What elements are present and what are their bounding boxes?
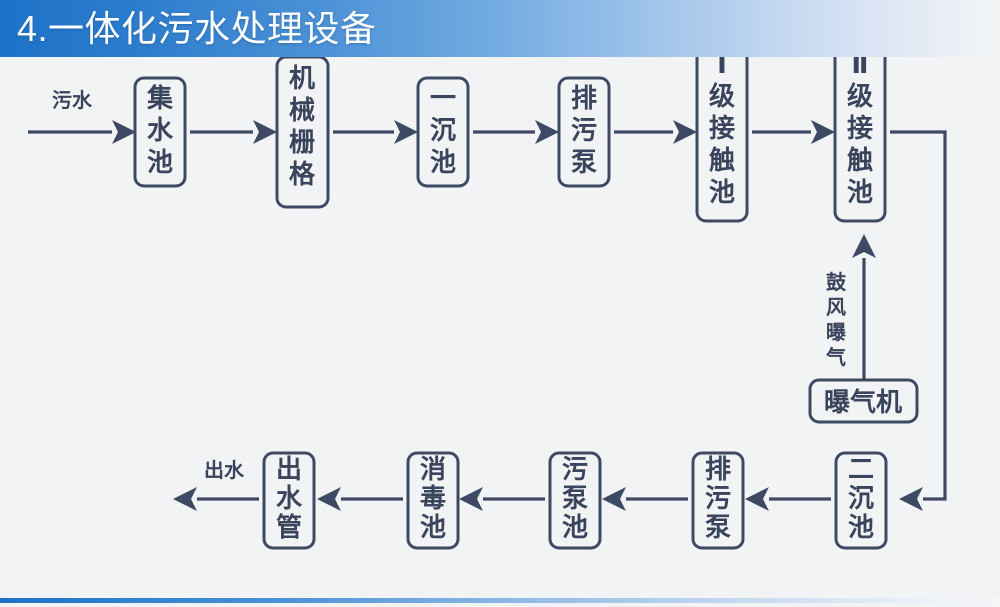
aeration-caption-char-0: 鼓 (826, 270, 847, 294)
node-outlet-pipe-char-1: 水 (276, 483, 303, 513)
node-contact-tank-1-box (695, 57, 749, 223)
edge-sludge-pump-tank-to-disinfection (459, 487, 545, 511)
edge-secondary-settling-to-sewage-pump-bottom (745, 487, 831, 511)
node-contact-tank-2-char-3: 触 (847, 145, 873, 175)
node-secondary-settling-tank[interactable]: 二 沉 池 (834, 451, 888, 550)
node-secondary-settling-tank-box (834, 451, 888, 550)
node-collection-tank-char-1: 水 (147, 115, 174, 145)
node-contact-tank-1-char-1: 级 (709, 81, 735, 111)
node-contact-tank-2-char-1: 级 (847, 81, 873, 111)
node-collection-tank-char-0: 集 (146, 83, 174, 113)
node-sludge-pump-tank-char-0: 污 (562, 454, 588, 484)
node-outlet-pipe[interactable]: 出 水 管 (262, 451, 316, 550)
node-aerator-box (808, 378, 919, 424)
node-sewage-pump-top-char-0: 排 (571, 83, 597, 113)
node-mechanical-grating-char-3: 格 (289, 159, 316, 189)
node-mechanical-grating-char-0: 机 (289, 63, 315, 93)
edge-aerator-to-contact-tank-2 (852, 234, 876, 380)
node-sewage-pump-bottom-char-0: 排 (705, 454, 731, 484)
node-mechanical-grating-char-1: 械 (289, 95, 315, 125)
node-sludge-pump-tank-box (548, 451, 602, 550)
node-sludge-pump-tank[interactable]: 污 泵 池 (548, 451, 602, 550)
node-collection-tank-box (133, 76, 187, 188)
node-sewage-pump-bottom-char-1: 污 (705, 483, 731, 513)
node-contact-tank-2[interactable]: Ⅱ 级 接 触 池 (833, 57, 887, 223)
page-title: 4.一体化污水处理设备 (17, 8, 377, 49)
node-contact-tank-2-char-2: 接 (847, 113, 873, 143)
node-disinfection-tank-char-2: 池 (420, 512, 446, 542)
node-disinfection-tank-char-1: 毒 (420, 483, 446, 513)
node-disinfection-tank[interactable]: 消 毒 池 (406, 451, 460, 550)
node-outlet-pipe-box (262, 451, 316, 550)
node-sewage-pump-bottom[interactable]: 排 污 泵 (691, 451, 745, 550)
node-primary-settling-tank-char-0: 一 (430, 83, 456, 113)
node-contact-tank-1-char-4: 池 (709, 177, 735, 207)
node-sludge-pump-tank-char-1: 泵 (562, 483, 588, 513)
node-contact-tank-2-box (833, 57, 887, 223)
inlet-caption: 污水 (52, 89, 93, 112)
edge-grating-to-primary-settling (333, 120, 418, 144)
edge-sewage-pump-to-contact-tank-1 (614, 120, 697, 144)
aeration-caption: 鼓 风 曝 气 (825, 270, 847, 369)
node-sewage-pump-top-char-1: 污 (571, 115, 597, 145)
footer-accent-bar (0, 598, 1000, 603)
node-disinfection-tank-box (406, 451, 460, 550)
edge-primary-settling-to-sewage-pump (473, 120, 559, 144)
edge-collection-to-grating (190, 120, 277, 144)
aeration-caption-char-2: 曝 (826, 321, 846, 344)
node-disinfection-tank-char-0: 消 (420, 454, 446, 484)
node-contact-tank-2-char-0: Ⅱ (851, 57, 868, 79)
node-sewage-pump-bottom-box (691, 451, 745, 550)
node-contact-tank-1-char-0: Ⅰ (717, 57, 727, 79)
header-bar: 4.一体化污水处理设备 (0, 0, 1000, 57)
edge-contact-tank-1-to-2 (752, 120, 835, 144)
node-contact-tank-2-char-4: 池 (847, 177, 873, 207)
node-contact-tank-1-char-3: 触 (709, 145, 735, 175)
node-contact-tank-1[interactable]: Ⅰ 级 接 触 池 (695, 57, 749, 223)
edge-sewage-pump-bottom-to-sludge-pump-tank (602, 487, 688, 511)
node-outlet-pipe-char-0: 出 (276, 454, 302, 484)
node-sewage-pump-bottom-char-2: 泵 (705, 512, 731, 542)
node-secondary-settling-tank-char-1: 沉 (848, 483, 874, 513)
node-collection-tank-char-2: 池 (147, 147, 173, 177)
process-flow-diagram: 污水 集 水 池 机 械 栅 格 (28, 57, 947, 550)
node-primary-settling-tank[interactable]: 一 沉 池 (416, 76, 470, 188)
node-secondary-settling-tank-char-0: 二 (848, 454, 874, 484)
node-aerator-label: 曝气机 (824, 387, 902, 417)
edge-contact-tank-2-to-secondary-settling (890, 130, 947, 511)
node-secondary-settling-tank-char-2: 池 (848, 512, 874, 542)
edge-inlet-to-collection-tank (28, 120, 136, 144)
edge-disinfection-to-outlet-pipe (317, 487, 403, 511)
node-collection-tank[interactable]: 集 水 池 (133, 76, 187, 188)
node-primary-settling-tank-char-2: 池 (430, 147, 456, 177)
node-sewage-pump-top-char-2: 泵 (571, 147, 597, 177)
aeration-caption-char-1: 风 (826, 297, 846, 319)
node-sewage-pump-top-box (557, 76, 611, 188)
edge-outlet-pipe-to-outlet (173, 487, 259, 511)
node-sewage-pump-top[interactable]: 排 污 泵 (557, 76, 611, 188)
outlet-caption: 出水 (204, 459, 245, 482)
aeration-caption-char-3: 气 (825, 345, 846, 369)
node-sludge-pump-tank-char-2: 池 (562, 512, 588, 542)
node-outlet-pipe-char-2: 管 (276, 512, 302, 542)
node-mechanical-grating-box (275, 57, 330, 209)
node-contact-tank-1-char-2: 接 (709, 113, 735, 143)
node-mechanical-grating[interactable]: 机 械 栅 格 (275, 57, 330, 209)
node-primary-settling-tank-box (416, 76, 470, 188)
node-aerator[interactable]: 曝气机 (808, 378, 919, 424)
node-mechanical-grating-char-2: 栅 (289, 127, 315, 157)
node-primary-settling-tank-char-1: 沉 (430, 115, 456, 145)
